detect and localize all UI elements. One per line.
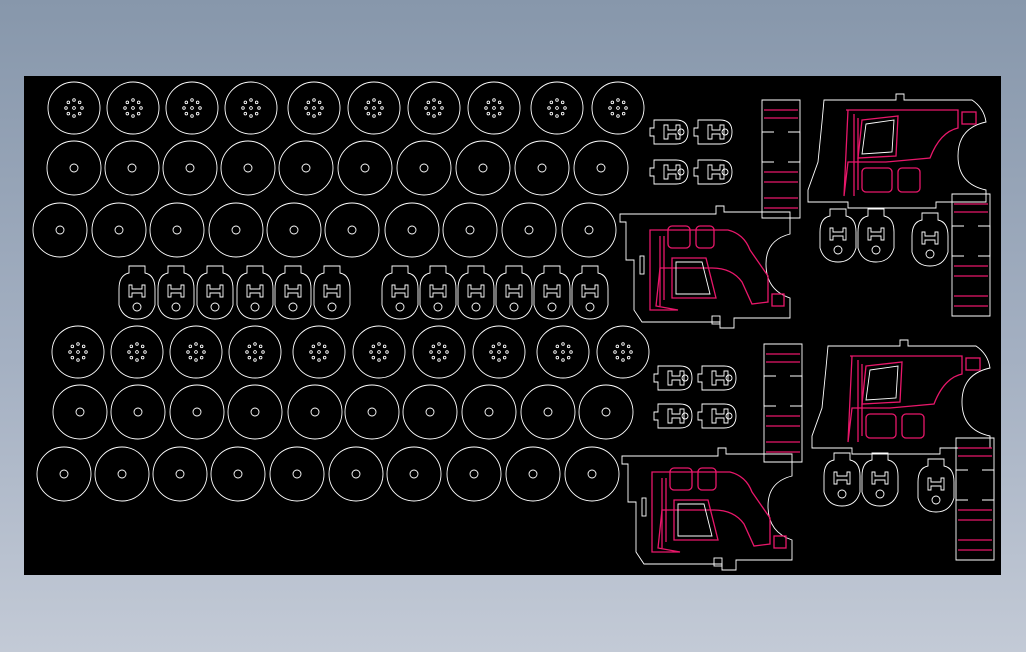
perforated-disc (467, 81, 521, 135)
housing-panel-mirrored (811, 339, 991, 455)
plain-disc (227, 384, 283, 440)
perforated-disc (536, 325, 590, 379)
side-clip (653, 365, 693, 391)
plain-disc (152, 446, 208, 502)
plain-disc (564, 446, 620, 502)
plain-disc (328, 446, 384, 502)
side-clip (697, 403, 737, 429)
perforated-disc (165, 81, 219, 135)
small-clip (313, 265, 351, 320)
plain-disc (384, 202, 440, 258)
plain-disc (578, 384, 634, 440)
housing-panel (619, 205, 791, 329)
plain-disc (269, 446, 325, 502)
plain-disc (455, 140, 511, 196)
plain-disc (32, 202, 88, 258)
plain-disc (266, 202, 322, 258)
perforated-disc (292, 325, 346, 379)
side-clip (653, 403, 693, 429)
perforated-disc (287, 81, 341, 135)
perforated-disc (530, 81, 584, 135)
plain-disc (94, 446, 150, 502)
small-clip (236, 265, 274, 320)
small-clip (861, 452, 899, 507)
housing-panel (621, 447, 793, 571)
small-clip (118, 265, 156, 320)
plain-disc (573, 140, 629, 196)
perforated-disc (224, 81, 278, 135)
side-clip (693, 119, 733, 145)
small-clip (911, 212, 949, 267)
plain-disc (149, 202, 205, 258)
plain-disc (324, 202, 380, 258)
plain-disc (446, 446, 502, 502)
perforated-disc (591, 81, 645, 135)
perforated-disc (412, 325, 466, 379)
plain-disc (278, 140, 334, 196)
perforated-disc (228, 325, 282, 379)
plain-disc (514, 140, 570, 196)
plain-disc (287, 384, 343, 440)
plain-disc (501, 202, 557, 258)
small-clip (457, 265, 495, 320)
perforated-disc (347, 81, 401, 135)
plain-disc (46, 140, 102, 196)
plain-disc (91, 202, 147, 258)
perforated-disc (169, 325, 223, 379)
plain-disc (208, 202, 264, 258)
perforated-disc (472, 325, 526, 379)
side-clip (649, 119, 689, 145)
strip-bracket (951, 193, 991, 317)
plain-disc (169, 384, 225, 440)
small-clip (819, 208, 857, 263)
small-clip (157, 265, 195, 320)
small-clip (196, 265, 234, 320)
small-clip (823, 452, 861, 507)
perforated-disc (106, 81, 160, 135)
perforated-disc (47, 81, 101, 135)
perforated-disc (110, 325, 164, 379)
plain-disc (104, 140, 160, 196)
small-clip (495, 265, 533, 320)
side-clip (693, 159, 733, 185)
small-clip (533, 265, 571, 320)
strip-bracket (763, 343, 803, 463)
strip-bracket (761, 99, 801, 219)
perforated-disc (596, 325, 650, 379)
side-clip (649, 159, 689, 185)
cad-drawing-sheet[interactable] (24, 76, 1001, 575)
perforated-disc (352, 325, 406, 379)
plain-disc (36, 446, 92, 502)
plain-disc (110, 384, 166, 440)
plain-disc (52, 384, 108, 440)
plain-disc (220, 140, 276, 196)
plain-disc (442, 202, 498, 258)
small-clip (274, 265, 312, 320)
small-clip (857, 208, 895, 263)
plain-disc (396, 140, 452, 196)
plain-disc (520, 384, 576, 440)
perforated-disc (51, 325, 105, 379)
small-clip (917, 458, 955, 513)
plain-disc (505, 446, 561, 502)
small-clip (381, 265, 419, 320)
small-clip (571, 265, 609, 320)
side-clip (697, 365, 737, 391)
plain-disc (461, 384, 517, 440)
small-clip (419, 265, 457, 320)
perforated-disc (407, 81, 461, 135)
plain-disc (386, 446, 442, 502)
plain-disc (337, 140, 393, 196)
cut-layout-drawing (32, 81, 995, 571)
plain-disc (344, 384, 400, 440)
plain-disc (561, 202, 617, 258)
strip-bracket (955, 437, 995, 561)
housing-panel-mirrored (807, 93, 987, 209)
plain-disc (210, 446, 266, 502)
plain-disc (162, 140, 218, 196)
plain-disc (402, 384, 458, 440)
